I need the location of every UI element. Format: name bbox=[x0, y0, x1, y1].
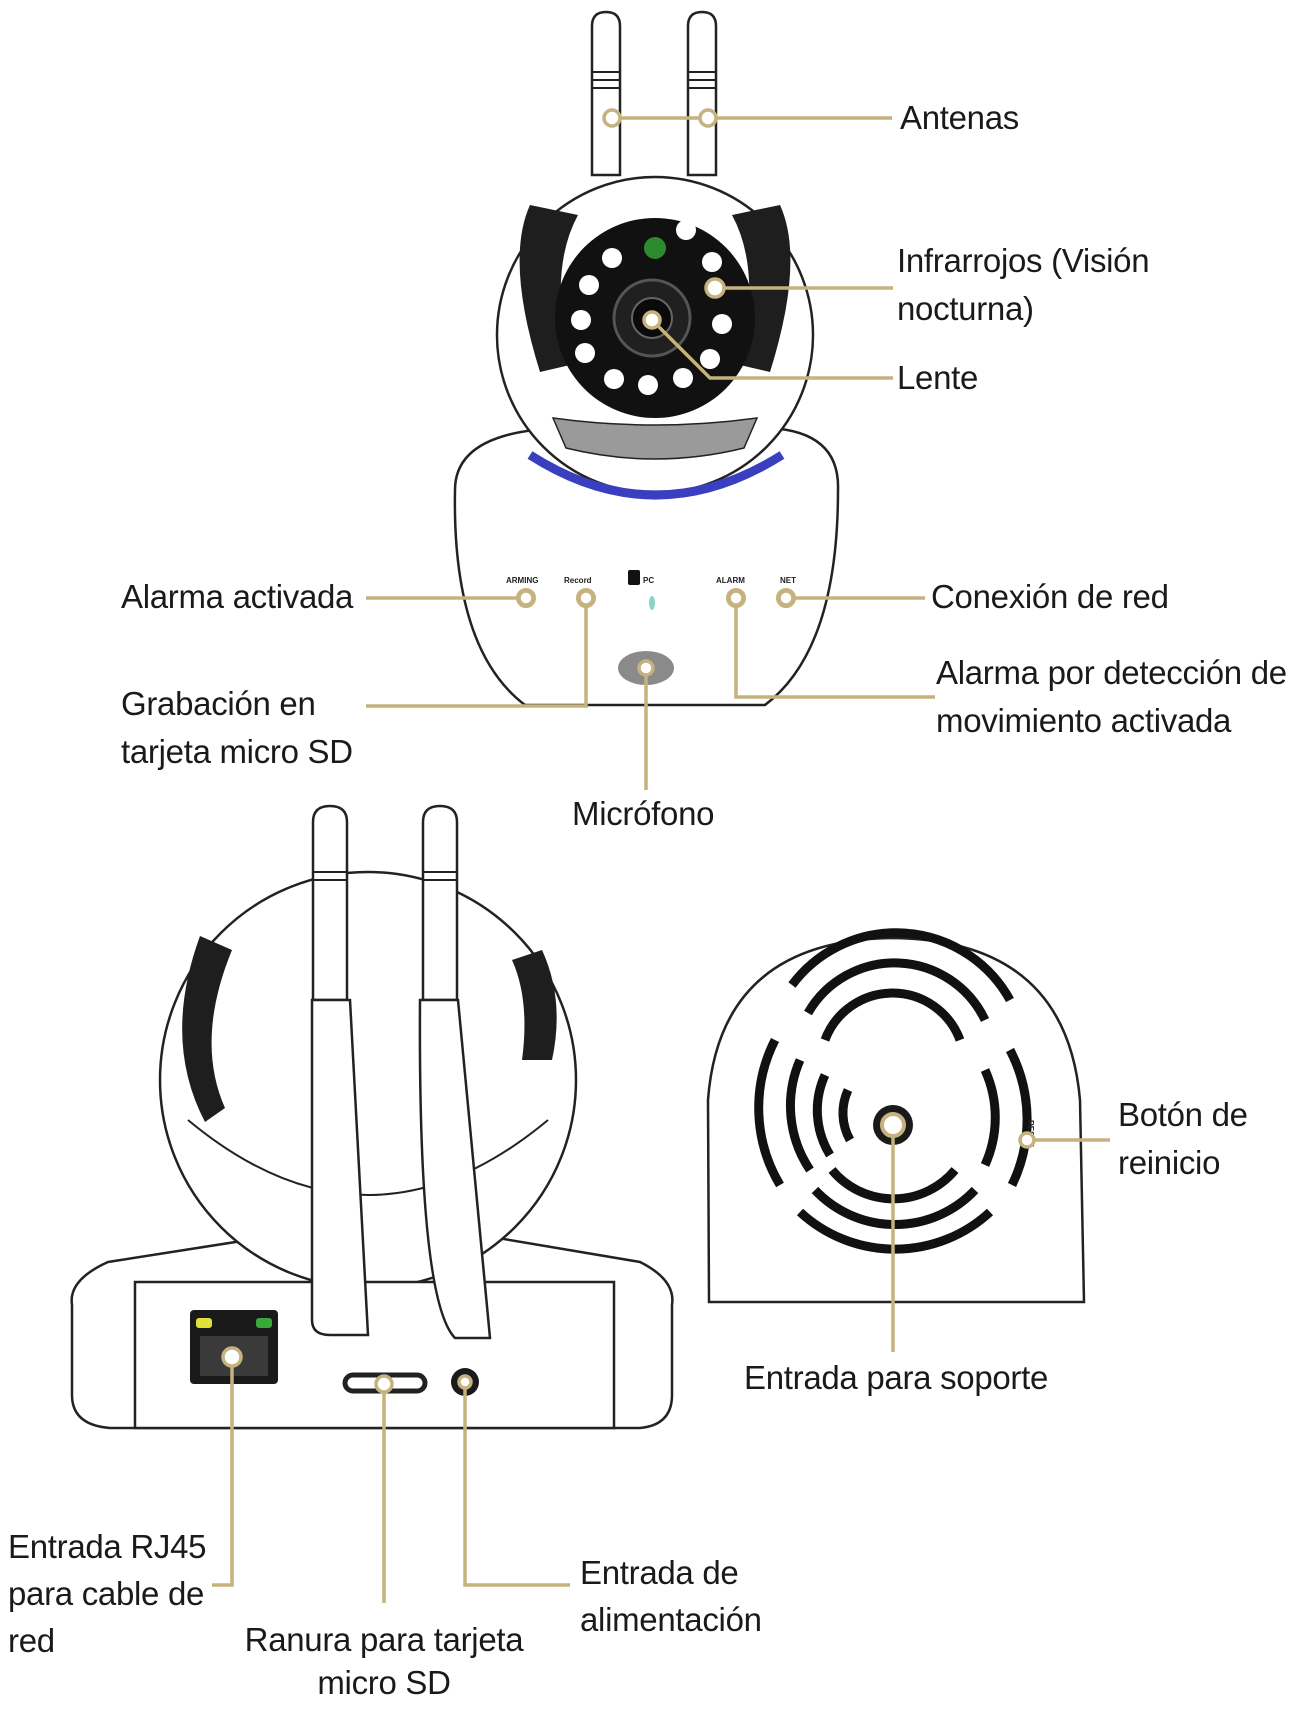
back-head bbox=[158, 870, 578, 1290]
back-antennas bbox=[310, 804, 492, 1340]
led-record-label: Record bbox=[564, 576, 592, 585]
info-icon bbox=[628, 570, 640, 585]
mount-hole-icon bbox=[880, 1112, 906, 1138]
label-rj45-line2: para cable de bbox=[8, 1575, 205, 1612]
vent-rings bbox=[754, 928, 1032, 1254]
label-microfono: Micrófono bbox=[572, 795, 715, 832]
led-arming-label: ARMING bbox=[506, 576, 538, 585]
bottom-leaders bbox=[891, 1131, 1110, 1352]
blue-ring bbox=[527, 451, 785, 500]
label-rj45-line3: red bbox=[8, 1622, 55, 1659]
label-entrada-soporte: Entrada para soporte bbox=[744, 1359, 1049, 1396]
back-leaders bbox=[212, 1346, 570, 1603]
label-infrarrojos-line1: Infrarrojos (Visión bbox=[897, 242, 1150, 279]
status-led-icon bbox=[644, 237, 666, 259]
label-ranura-line1: Ranura para tarjeta bbox=[244, 1621, 524, 1658]
led-alarm-label: ALARM bbox=[716, 576, 745, 585]
front-antennas bbox=[590, 10, 718, 177]
label-alimentacion-line2: alimentación bbox=[580, 1601, 762, 1638]
front-leaders bbox=[366, 108, 935, 790]
front-view: ARMING Record PC ALARM NET bbox=[453, 10, 840, 707]
label-deteccion-line2: movimiento activada bbox=[936, 702, 1232, 739]
ir-leds bbox=[571, 220, 732, 395]
label-boton-line1: Botón de bbox=[1118, 1096, 1248, 1133]
back-view bbox=[70, 804, 674, 1430]
label-grabacion-line2: tarjeta micro SD bbox=[121, 733, 353, 770]
label-rj45-line1: Entrada RJ45 bbox=[8, 1528, 207, 1565]
label-infrarrojos-line2: nocturna) bbox=[897, 290, 1034, 327]
label-boton-line2: reinicio bbox=[1118, 1144, 1221, 1181]
label-deteccion-line1: Alarma por detección de bbox=[936, 654, 1287, 691]
label-antenas: Antenas bbox=[900, 99, 1019, 136]
front-base bbox=[453, 426, 840, 707]
label-conexion-red: Conexión de red bbox=[931, 578, 1169, 615]
label-alimentacion-line1: Entrada de bbox=[580, 1554, 739, 1591]
label-ranura-line2: micro SD bbox=[317, 1664, 451, 1701]
led-pc-label: PC bbox=[643, 576, 654, 585]
label-grabacion-line1: Grabación en bbox=[121, 685, 316, 722]
label-lente: Lente bbox=[897, 359, 979, 396]
label-alarma-activada: Alarma activada bbox=[121, 578, 354, 615]
bottom-view: RESET bbox=[706, 928, 1086, 1304]
led-net-label: NET bbox=[780, 576, 796, 585]
